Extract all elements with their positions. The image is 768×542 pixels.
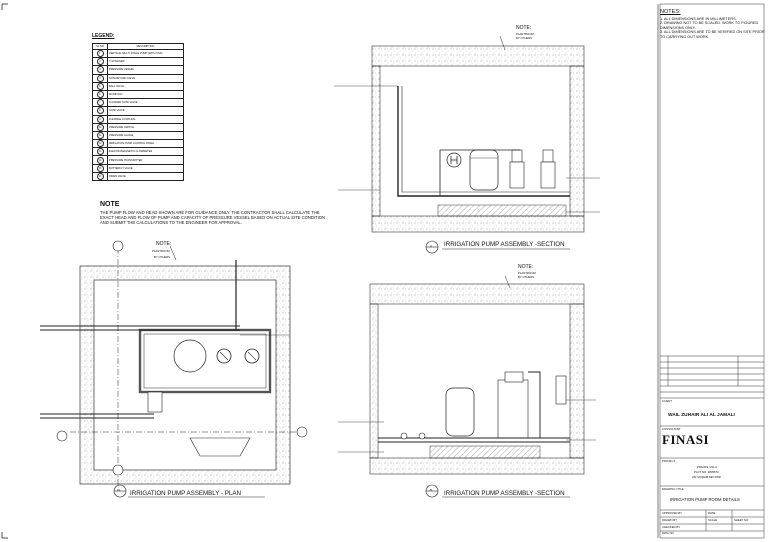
legend-title: LEGEND: (92, 33, 115, 39)
legend-symbol-icon: 9 (96, 115, 104, 123)
legend-symbol-icon: 13 (96, 148, 104, 156)
notes-item: 3. ALL DIMENSIONS ARE TO BE VERIFIED ON … (660, 30, 765, 39)
sheet-frame (1, 3, 659, 539)
legend-symbol-icon: 11 (96, 131, 104, 139)
callout-byothers-a: BY OTHERS (516, 36, 533, 40)
legend-symbol-icon: 6 (96, 91, 104, 99)
plan-marker: 01 (117, 488, 121, 492)
checked-by-label: CHECKED BY (662, 525, 681, 529)
client-label: CLIENT (662, 399, 672, 403)
notes-item: 2. DRAWING NOT TO BE SCALED. WORK TO FIG… (660, 21, 759, 30)
callout-plantroom-plan: PLANTROOM (152, 249, 170, 253)
note-body: THE PUMP FLOW AND HEAD SHOWN ARE FOR GUI… (100, 210, 326, 225)
note-title: NOTE (100, 201, 120, 208)
drawing-label: DRAWING TITLE (662, 487, 684, 491)
callout-byothers-b: BY OTHERS (518, 275, 535, 279)
legend-symbol-icon: 1 (96, 50, 104, 58)
legend-symbol-icon: 4 (96, 74, 104, 82)
drawn-by-label: DRAWN BY (662, 518, 677, 522)
project-line: UM SUQEIM SECOND (692, 475, 721, 479)
legend-symbol-icon: 8 (96, 107, 104, 115)
callout-note-b: NOTE: (518, 264, 534, 270)
legend-symbol-icon: 16 (96, 172, 104, 180)
consultant-logo: FINASI (662, 432, 710, 447)
plan-title: IRRIGATION PUMP ASSEMBLY - PLAN (130, 490, 241, 497)
dwg-no-label: DWG NO (662, 531, 674, 535)
legend-symbol-icon: 3 (96, 66, 104, 74)
project-label: PROJECT (662, 459, 676, 463)
view-markers (113, 240, 570, 498)
section-a-marker: A (430, 244, 432, 248)
legend-symbol-icon: 5 (96, 82, 104, 90)
legend-symbol-icon: 14 (96, 156, 104, 164)
notes-title: NOTES: (660, 9, 681, 15)
title-block-grid (659, 3, 765, 539)
plan-view (40, 240, 308, 492)
legend-symbol-icon: 2 (96, 58, 104, 66)
notes-item: 1. ALL DIMENSIONS ARE IN MILLIMETERS. (660, 16, 737, 21)
legend-symbol-icon: 12 (96, 140, 104, 148)
scale-label: SCALE (708, 518, 718, 522)
section-b-title: IRRIGATION PUMP ASSEMBLY -SECTION (444, 490, 565, 497)
section-a-view (334, 35, 600, 233)
callout-note-a: NOTE: (516, 25, 532, 31)
legend-symbol-icon: 7 (96, 99, 104, 107)
project-line: PRIVATE VILLA (697, 465, 717, 469)
project-line: PLOT NO. 3835679 (694, 470, 719, 474)
approved-by-label: APPROVED BY (662, 511, 683, 515)
date-label: DATE (708, 511, 716, 515)
callout-byothers-plan: BY OTHERS (154, 255, 171, 259)
drawing-title: IRRIGATION PUMP ROOM DETAILS (670, 497, 740, 502)
callout-plantroom-b: PLANTROOM (518, 271, 536, 275)
legend-symbol-icon: 10 (96, 123, 104, 131)
section-a-title: IRRIGATION PUMP ASSEMBLY -SECTION (444, 241, 565, 248)
section-b-marker: B (430, 488, 432, 492)
callout-note-plan: NOTE: (156, 241, 172, 247)
client-name: WAIL ZUHAIR ALI AL JAMALI (668, 413, 735, 418)
section-b-view (338, 275, 596, 475)
general-notes: NOTES: 1. ALL DIMENSIONS ARE IN MILLIMET… (660, 9, 765, 40)
sheet-no-label: SHEET NO (734, 518, 749, 522)
callout-plantroom-a: PLANTROOM (516, 32, 534, 36)
legend-symbol-icon: 15 (96, 164, 104, 172)
consultant-label: CONSULTANT (662, 427, 681, 431)
